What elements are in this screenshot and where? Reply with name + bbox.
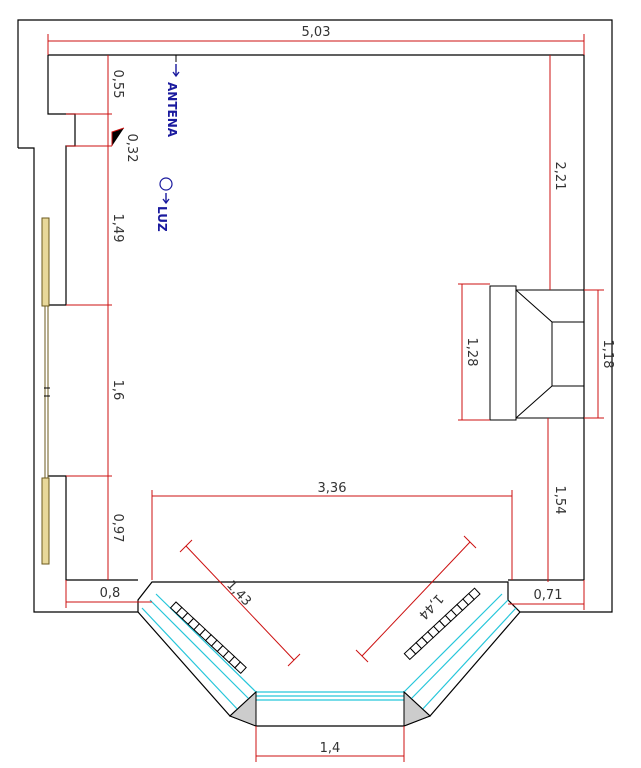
- fireplace-firebox: [515, 289, 584, 323]
- dim-tick: [287, 653, 301, 667]
- dim-tick: [463, 535, 477, 549]
- left-door: [41, 217, 50, 565]
- dim-fireplace-outer: 1,28: [464, 338, 479, 367]
- dimension-lines: 5,03 2,21 1,28 1,18 1,54 0,55 0,32 1,49 …: [47, 25, 615, 762]
- dim-left-bottom: 0,97: [110, 514, 125, 543]
- bay-right-glass-3: [403, 593, 503, 693]
- arrow-left-icon: [162, 193, 170, 205]
- inner-wall-left-bottom: [48, 475, 138, 581]
- walls: [17, 19, 613, 613]
- dim-bay-left-diag: 1,43: [223, 578, 254, 609]
- dim-bottom-left: 0,8: [100, 586, 121, 601]
- dim-door-width: 1,6: [110, 380, 125, 401]
- bay-corner-right: [403, 690, 431, 727]
- door-panel-top: [41, 217, 50, 307]
- fireplace-hearth: [489, 285, 517, 421]
- dim-total-width: 5,03: [302, 25, 331, 40]
- bay-left-glass-1: [141, 607, 241, 713]
- dim-tick: [179, 539, 193, 553]
- arrow-left-icon: [172, 64, 180, 78]
- circle-icon: [159, 177, 173, 191]
- inner-wall-left-top: [47, 55, 76, 306]
- dim-bay-width: 3,36: [318, 481, 347, 496]
- fireplace-firebox-2: [515, 385, 584, 419]
- bay-right-frame: [403, 611, 521, 717]
- dim-bay-front: 1,4: [320, 741, 341, 756]
- dim-line-bay-right: [361, 541, 471, 657]
- dim-left-step: 0,32: [124, 134, 139, 163]
- dim-fireplace-inner: 1,18: [600, 340, 615, 369]
- bay-right-glass-1: [419, 607, 517, 713]
- dim-left-top: 0,55: [110, 70, 125, 99]
- dim-left-mid: 1,49: [110, 214, 125, 243]
- radiator-segment: [403, 647, 417, 661]
- label-antena: ANTENA: [165, 82, 179, 138]
- fireplace-body: [515, 289, 585, 419]
- dim-bottom-right: 0,71: [534, 588, 563, 603]
- dim-line-bay-left: [185, 545, 295, 661]
- bay-front-frame: [229, 715, 431, 727]
- radiator-left: [169, 601, 247, 675]
- label-luz: LUZ: [155, 206, 169, 232]
- radiator-right: [403, 587, 481, 661]
- dim-right-lower: 1,54: [552, 486, 567, 515]
- dim-tick: [355, 649, 369, 663]
- outer-wall: [17, 19, 613, 613]
- annotations: ANTENA LUZ: [155, 55, 180, 232]
- bay-window: [137, 593, 521, 727]
- bay-corner-left: [229, 690, 257, 727]
- radiator-segment: [234, 661, 247, 675]
- fireplace: [489, 285, 585, 421]
- bay-right-glass-2: [409, 599, 509, 701]
- dim-step-marker: [111, 127, 125, 146]
- bay-left-glass-2: [149, 599, 251, 701]
- dim-right-upper: 2,21: [552, 162, 567, 191]
- door-panel-bottom: [41, 477, 50, 565]
